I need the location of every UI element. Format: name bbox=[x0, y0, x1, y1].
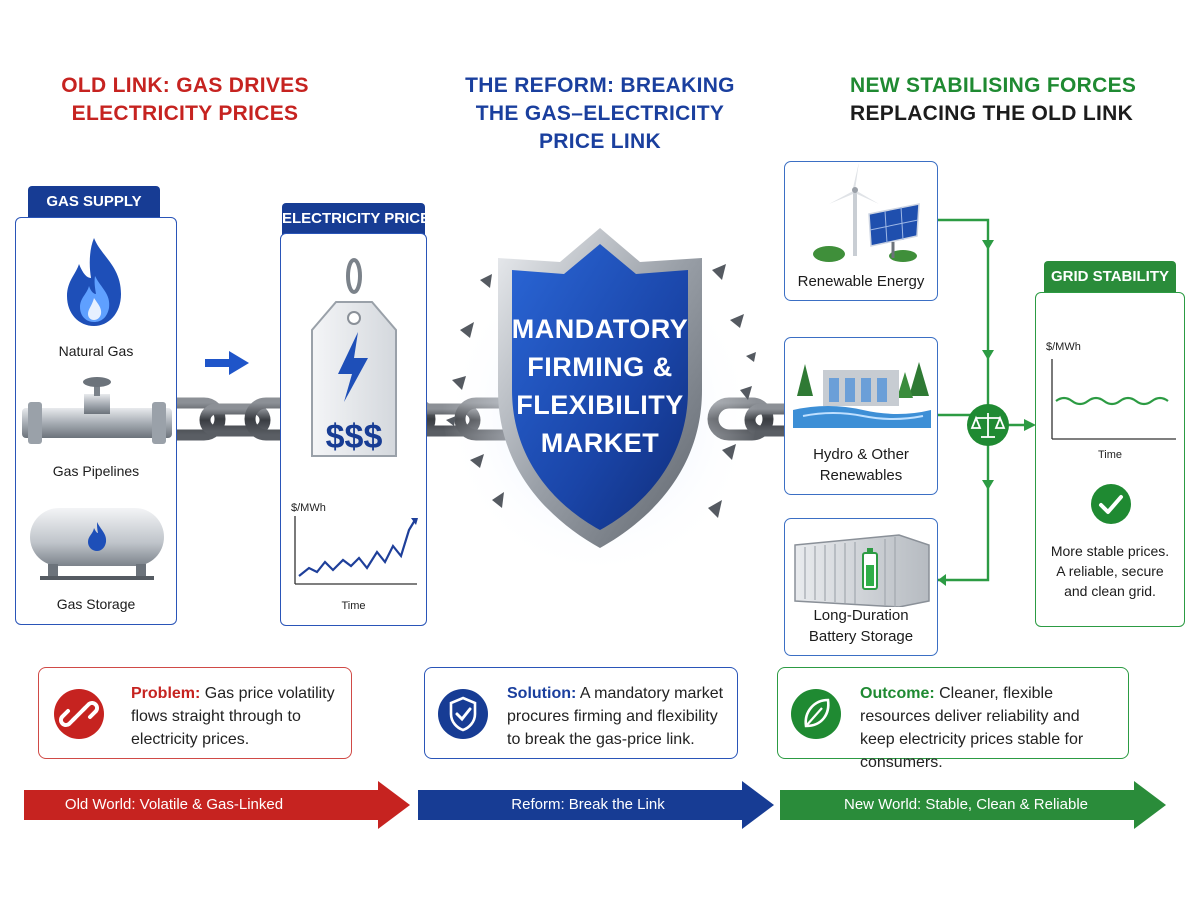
electricity-prices-panel: $$$ $/MWh Time bbox=[280, 233, 427, 626]
old-link-heading: OLD LINK: GAS DRIVES ELECTRICITY PRICES bbox=[60, 72, 310, 128]
gas-supply-tab: GAS SUPPLY bbox=[28, 186, 160, 218]
grid-stability-panel: $/MWh Time More stable prices. A reliabl… bbox=[1035, 292, 1185, 627]
problem-text: Problem: Gas price volatility flows stra… bbox=[131, 682, 341, 751]
problem-label: Problem: bbox=[131, 685, 201, 702]
grid-stability-text: More stable prices. A reliable, secure a… bbox=[1036, 541, 1184, 601]
shield-line2: FIRMING & bbox=[527, 352, 673, 382]
hydro-label-line1: Hydro & Other bbox=[813, 446, 909, 463]
battery-label-line1: Long-Duration bbox=[813, 607, 909, 624]
shield-line1: MANDATORY bbox=[511, 314, 689, 344]
old-heading-line2: ELECTRICITY PRICES bbox=[71, 102, 299, 125]
solution-label: Solution: bbox=[507, 685, 577, 702]
shield-line3: FLEXIBILITY bbox=[516, 390, 684, 420]
grid-text-line1: More stable prices. bbox=[1050, 543, 1170, 559]
new-heading-line2: REPLACING THE OLD LINK bbox=[850, 102, 1134, 125]
wind-solar-icon bbox=[813, 164, 920, 262]
leaf-icon bbox=[791, 689, 841, 739]
outcome-label: Outcome: bbox=[860, 685, 935, 702]
lightning-icon bbox=[338, 332, 368, 402]
volatile-price-chart bbox=[294, 516, 418, 585]
shield-text: MANDATORY FIRMING & FLEXIBILITY MARKET bbox=[500, 310, 700, 462]
grid-text-line2: A reliable, secure bbox=[1056, 563, 1164, 579]
hydro-dam-icon bbox=[793, 362, 931, 428]
new-world-band: New World: Stable, Clean & Reliable bbox=[780, 781, 1170, 829]
old-world-band: Old World: Volatile & Gas-Linked bbox=[24, 781, 410, 829]
price-tag-text: $$$ bbox=[325, 418, 383, 456]
solution-text: Solution: A mandatory market procures fi… bbox=[507, 682, 727, 751]
new-heading-line1: NEW STABILISING FORCES bbox=[850, 74, 1137, 97]
price-tag-icon bbox=[311, 258, 397, 457]
reform-heading: THE REFORM: BREAKING THE GAS–ELECTRICITY… bbox=[465, 72, 735, 156]
grid-chart-ylabel: $/MWh bbox=[1046, 341, 1081, 353]
problem-box: Problem: Gas price volatility flows stra… bbox=[38, 667, 352, 759]
gas-tank-icon bbox=[30, 508, 164, 580]
natural-gas-label: Natural Gas bbox=[58, 343, 134, 359]
solution-body: A mandatory market procures firming and … bbox=[507, 685, 724, 748]
arrow-right-icon bbox=[205, 351, 249, 375]
broken-link-icon bbox=[54, 689, 104, 739]
grid-stability-tab: GRID STABILITY bbox=[1044, 261, 1176, 293]
stable-price-chart bbox=[1051, 359, 1176, 440]
reform-heading-line1: THE REFORM: BREAKING bbox=[465, 74, 735, 97]
renewable-energy-card: Renewable Energy bbox=[784, 161, 938, 301]
battery-label: Long-Duration Battery Storage bbox=[785, 605, 937, 647]
battery-label-line2: Battery Storage bbox=[808, 628, 914, 645]
outcome-box: Outcome: Cleaner, flexible resources del… bbox=[777, 667, 1129, 771]
flame-icon bbox=[67, 238, 121, 326]
pipe-valve-icon bbox=[22, 377, 172, 444]
shield-icon bbox=[442, 228, 758, 565]
solution-box: Solution: A mandatory market procures fi… bbox=[424, 667, 738, 759]
reform-band: Reform: Break the Link bbox=[418, 781, 776, 829]
gas-supply-panel: Natural Gas Gas Pipelines Gas Storage bbox=[15, 217, 177, 625]
shield-check-icon bbox=[438, 689, 488, 739]
shield-line4: MARKET bbox=[540, 428, 660, 458]
elec-chart-ylabel: $/MWh bbox=[291, 502, 326, 514]
gas-pipelines-label: Gas Pipelines bbox=[52, 463, 140, 479]
new-forces-heading: NEW STABILISING FORCES REPLACING THE OLD… bbox=[850, 72, 1137, 128]
hydro-label-line2: Renewables bbox=[819, 467, 903, 484]
old-world-label: Old World: Volatile & Gas-Linked bbox=[64, 796, 284, 813]
grid-chart-xlabel: Time bbox=[1097, 449, 1123, 461]
electricity-prices-tab: ELECTRICITY PRICES bbox=[282, 203, 440, 235]
renewable-energy-label: Renewable Energy bbox=[797, 273, 925, 290]
battery-container-icon bbox=[794, 534, 930, 607]
hydro-card: Hydro & Other Renewables bbox=[784, 337, 938, 495]
reform-heading-line2: THE GAS–ELECTRICITY bbox=[475, 102, 725, 125]
reform-band-label: Reform: Break the Link bbox=[511, 796, 665, 813]
grid-text-line3: and clean grid. bbox=[1064, 583, 1156, 599]
gas-storage-label: Gas Storage bbox=[56, 596, 136, 612]
elec-chart-xlabel: Time bbox=[341, 600, 366, 612]
battery-card: Long-Duration Battery Storage bbox=[784, 518, 938, 656]
connector-lines bbox=[938, 218, 1036, 586]
new-world-label: New World: Stable, Clean & Reliable bbox=[843, 796, 1088, 813]
outcome-body: Cleaner, flexible resources deliver reli… bbox=[860, 685, 1084, 771]
reform-heading-line3: PRICE LINK bbox=[538, 130, 661, 153]
old-heading-line1: OLD LINK: GAS DRIVES bbox=[61, 74, 309, 97]
outcome-text: Outcome: Cleaner, flexible resources del… bbox=[860, 682, 1118, 774]
balance-scale-icon bbox=[970, 413, 1006, 438]
problem-body: Gas price volatility flows straight thro… bbox=[131, 685, 335, 748]
checkmark-icon bbox=[1091, 484, 1131, 524]
hydro-label: Hydro & Other Renewables bbox=[785, 444, 937, 486]
